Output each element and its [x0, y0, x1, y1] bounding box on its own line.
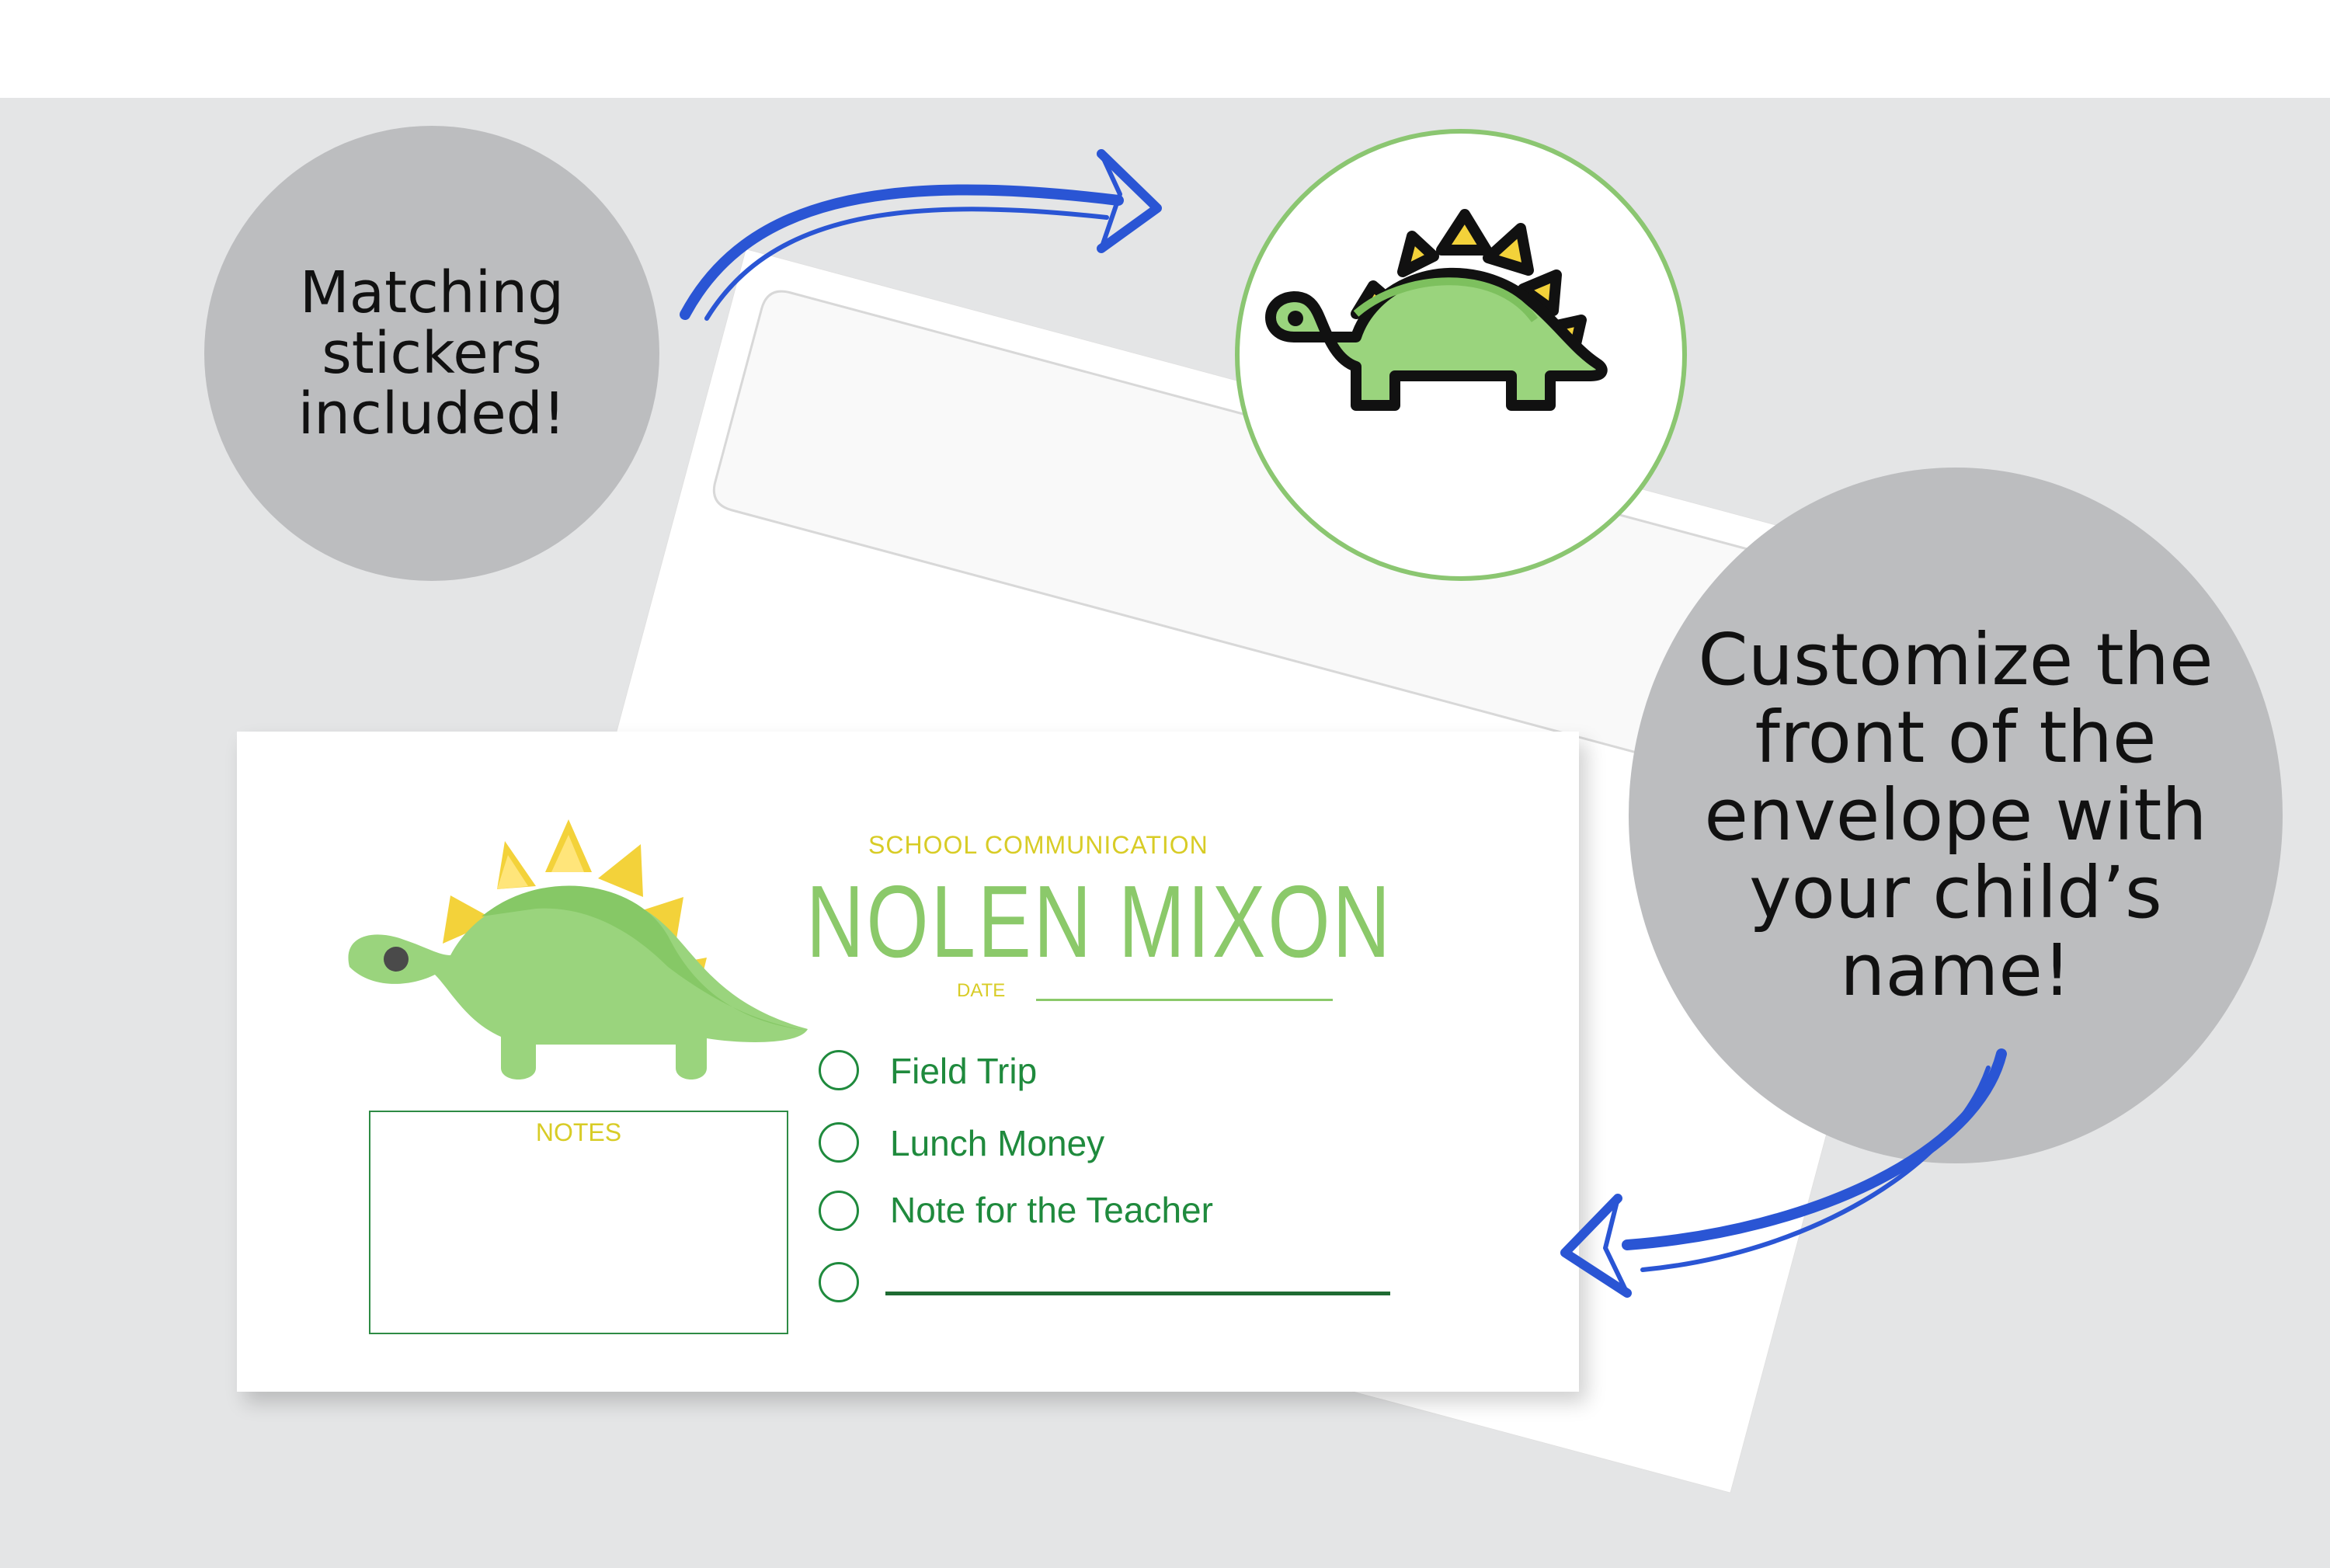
- notes-box: NOTES: [369, 1111, 788, 1334]
- date-line: [1036, 999, 1333, 1001]
- curved-arrow-icon: [1560, 1048, 2007, 1298]
- dino-sticker: [1235, 129, 1687, 581]
- checkbox-note-for-teacher: [819, 1191, 859, 1231]
- stickers-callout: Matching stickers included!: [204, 126, 659, 581]
- checklist-blank-line: [885, 1292, 1390, 1295]
- notes-label: NOTES: [535, 1118, 622, 1146]
- stegosaurus-icon: [348, 819, 809, 1080]
- checkbox-blank: [819, 1262, 859, 1302]
- checklist-item-lunch-money: Lunch Money: [890, 1123, 1105, 1163]
- school-communication-label: SCHOOL COMMUNICATION: [868, 831, 1208, 859]
- checklist-item-field-trip: Field Trip: [890, 1051, 1038, 1091]
- checklist-item-note-for-teacher: Note for the Teacher: [890, 1190, 1213, 1230]
- checkbox-field-trip: [819, 1050, 859, 1090]
- curved-arrow-icon: [680, 149, 1162, 321]
- stickers-callout-text: Matching stickers included!: [297, 259, 566, 447]
- checkbox-lunch-money: [819, 1122, 859, 1163]
- front-envelope: [237, 732, 1579, 1392]
- date-label: DATE: [957, 980, 1006, 1001]
- customize-callout: Customize the front of the envelope with…: [1629, 468, 2283, 1163]
- child-name: NOLEN MIXON: [806, 864, 1393, 979]
- stegosaurus-sticker-icon: [1265, 209, 1608, 411]
- customize-callout-text: Customize the front of the envelope with…: [1698, 618, 2214, 1012]
